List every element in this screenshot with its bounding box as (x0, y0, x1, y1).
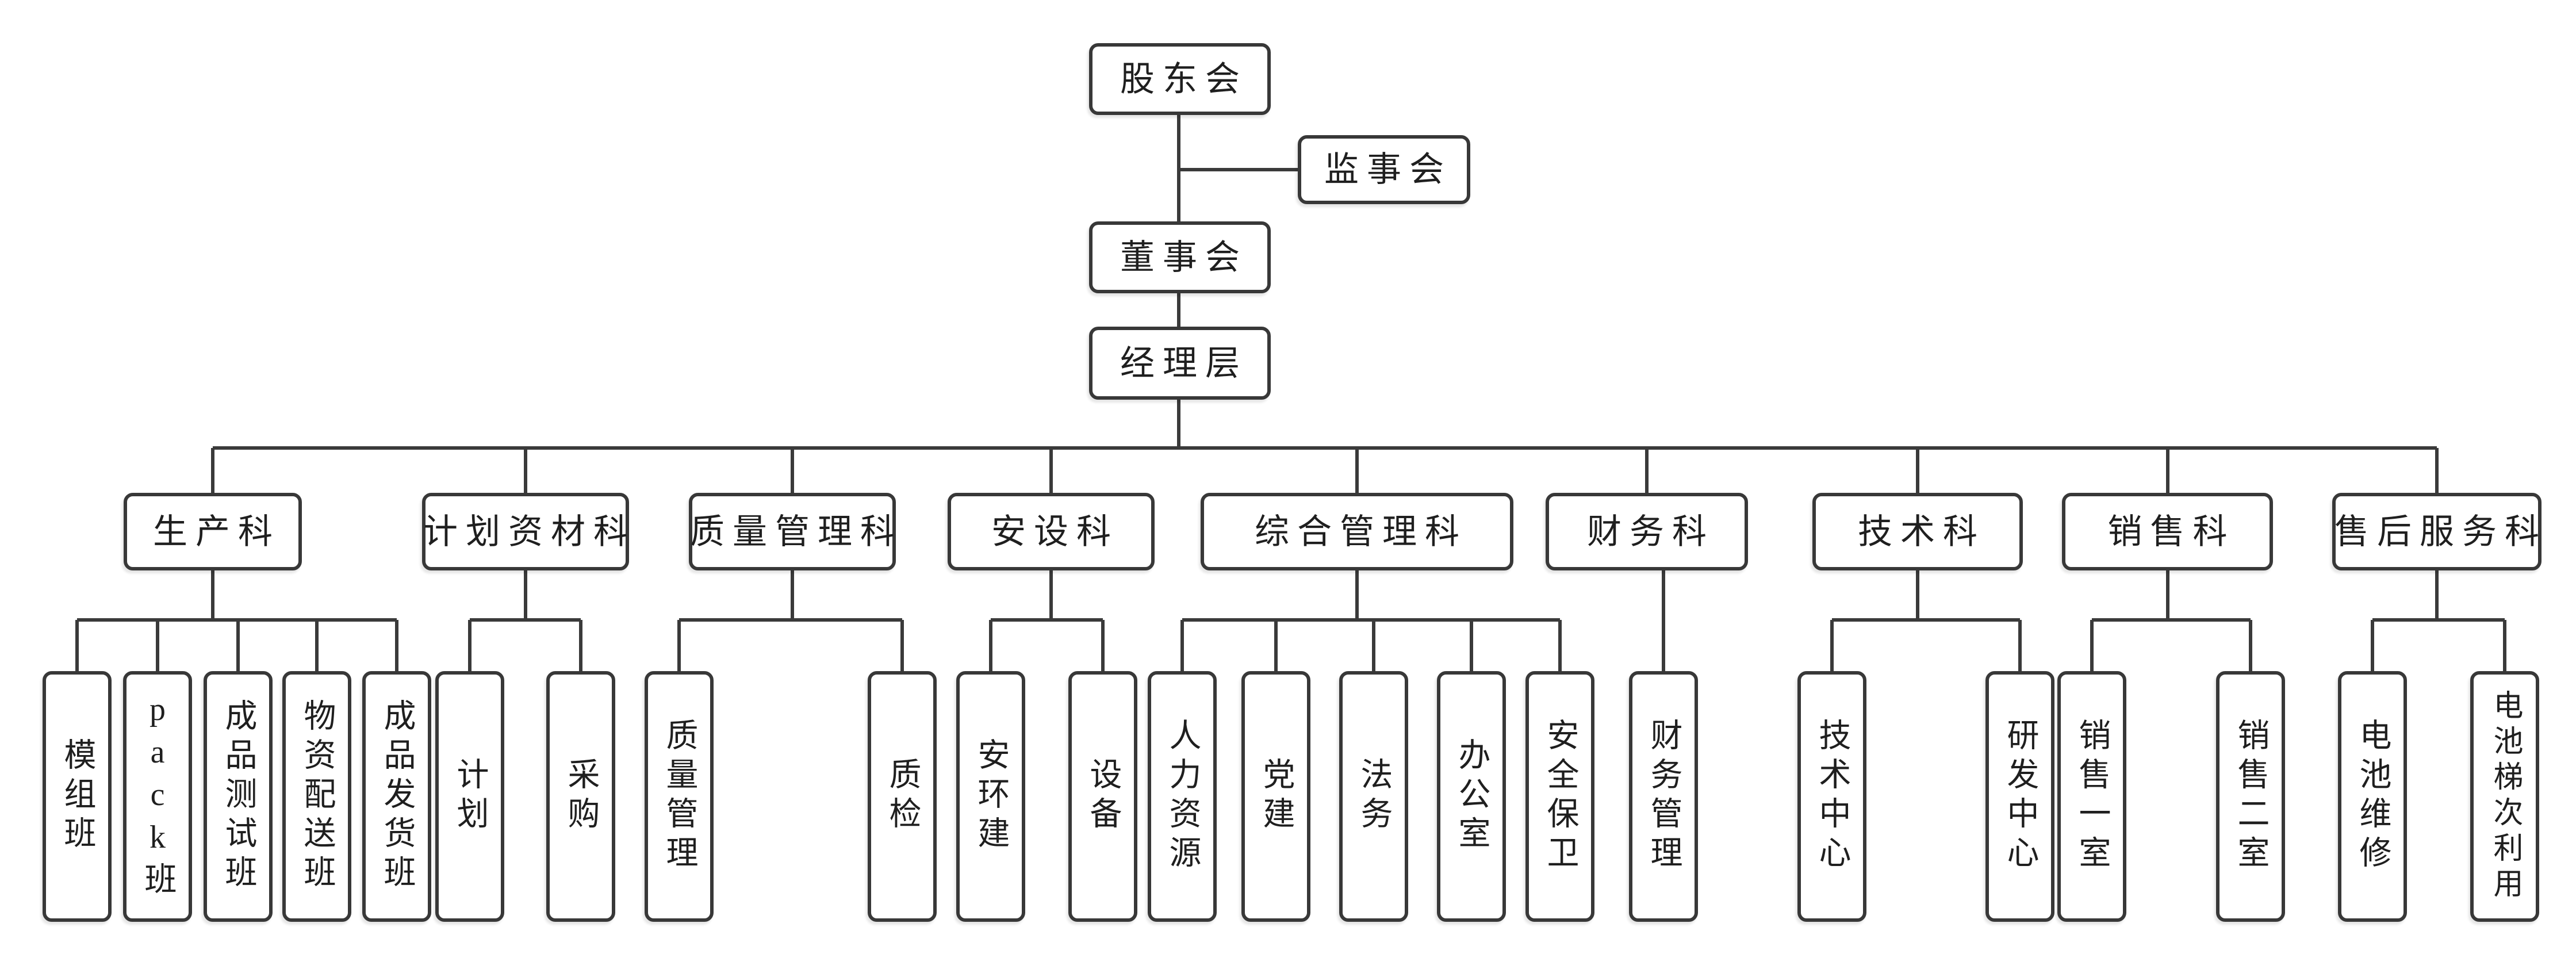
node-label: 质检 (884, 757, 920, 836)
node-label: 电池梯次利用 (2489, 689, 2521, 903)
connector-sales-children (2090, 569, 2252, 671)
node-label: 销售科 (2107, 512, 2236, 551)
connector-trunk (1177, 115, 1298, 448)
node-dept-production: 生产科 (124, 493, 302, 570)
node-label: 成品发货班 (379, 699, 415, 894)
node-unit-safety-environment-construction: 安环建 (956, 671, 1025, 922)
node-unit-finished-product-shipping-team: 成品发货班 (362, 671, 431, 922)
connector-technology-children (1830, 569, 2022, 671)
node-label: 董事会 (1120, 238, 1248, 277)
connector-production-children (75, 569, 398, 671)
node-dept-safety-equipment: 安设科 (948, 493, 1155, 570)
connector-general-children (1180, 569, 1562, 671)
node-dept-aftersales-service: 售后服务科 (2332, 493, 2542, 570)
connector-aftersales-children (2371, 569, 2506, 671)
node-board-of-directors: 董事会 (1089, 221, 1271, 293)
node-unit-module-team: 模组班 (43, 671, 112, 922)
node-label: 监事会 (1324, 151, 1452, 189)
node-unit-legal-affairs: 法务 (1339, 671, 1408, 922)
node-label: pack班 (140, 692, 175, 901)
node-label: 售后服务科 (2334, 512, 2547, 551)
node-label: 安全保卫 (1542, 718, 1578, 875)
node-unit-finished-product-testing-team: 成品测试班 (204, 671, 273, 922)
node-label: 研发中心 (2002, 718, 2038, 875)
node-label: 电池维修 (2355, 718, 2390, 875)
node-unit-security-guard: 安全保卫 (1525, 671, 1594, 922)
node-label: 质量管理科 (690, 512, 903, 551)
connector-quality-children (677, 569, 904, 671)
node-unit-planning: 计划 (435, 671, 504, 922)
node-label: 技术中心 (1814, 718, 1850, 875)
connector-planning-children (468, 569, 582, 671)
node-unit-technology-center: 技术中心 (1797, 671, 1866, 922)
node-dept-general-management: 综合管理科 (1201, 493, 1513, 570)
node-label: 财务科 (1587, 512, 1715, 551)
node-unit-financial-management: 财务管理 (1629, 671, 1698, 922)
node-unit-general-office: 办公室 (1437, 671, 1506, 922)
node-unit-human-resources: 人力资源 (1148, 671, 1217, 922)
node-shareholders-meeting: 股东会 (1089, 43, 1271, 115)
node-label: 设备 (1085, 757, 1121, 836)
connector-department-rail (211, 446, 2439, 493)
node-dept-technology: 技术科 (1812, 493, 2023, 570)
node-unit-material-distribution-team: 物资配送班 (282, 671, 351, 922)
node-label: 法务 (1356, 757, 1392, 836)
node-supervisory-board: 监事会 (1298, 135, 1470, 204)
node-unit-quality-management: 质量管理 (645, 671, 714, 922)
node-unit-battery-repair: 电池维修 (2338, 671, 2407, 922)
node-unit-sales-office-2: 销售二室 (2216, 671, 2285, 922)
node-unit-pack-team: pack班 (123, 671, 192, 922)
node-unit-party-building: 党建 (1241, 671, 1310, 922)
node-unit-rnd-center: 研发中心 (1985, 671, 2054, 922)
node-label: 生产科 (153, 512, 281, 551)
node-dept-quality-management: 质量管理科 (689, 493, 896, 570)
node-label: 成品测试班 (220, 699, 256, 894)
node-unit-quality-inspection: 质检 (868, 671, 937, 922)
node-label: 销售二室 (2233, 718, 2268, 875)
node-label: 采购 (563, 757, 599, 836)
node-unit-battery-echelon-utilization: 电池梯次利用 (2470, 671, 2539, 922)
node-label: 党建 (1258, 757, 1294, 836)
node-label: 安设科 (991, 512, 1119, 551)
connector-safety-children (989, 569, 1105, 671)
node-unit-sales-office-1: 销售一室 (2057, 671, 2126, 922)
node-unit-equipment: 设备 (1068, 671, 1137, 922)
node-label: 办公室 (1454, 738, 1489, 855)
node-label: 质量管理 (661, 718, 697, 875)
node-label: 计划 (452, 757, 488, 836)
node-label: 综合管理科 (1255, 512, 1467, 551)
node-management-level: 经理层 (1089, 327, 1271, 400)
node-label: 销售一室 (2074, 718, 2110, 875)
node-dept-planning-materials: 计划资材科 (422, 493, 629, 570)
node-dept-sales: 销售科 (2062, 493, 2273, 570)
node-label: 经理层 (1120, 344, 1248, 382)
node-label: 计划资材科 (423, 512, 636, 551)
node-label: 技术科 (1858, 512, 1985, 551)
node-dept-finance: 财务科 (1546, 493, 1748, 570)
node-unit-procurement: 采购 (546, 671, 615, 922)
node-label: 人力资源 (1164, 718, 1200, 875)
node-label: 股东会 (1120, 60, 1248, 98)
node-label: 安环建 (973, 738, 1009, 855)
node-label: 模组班 (59, 738, 95, 855)
node-label: 财务管理 (1646, 718, 1681, 875)
node-label: 物资配送班 (299, 699, 335, 894)
